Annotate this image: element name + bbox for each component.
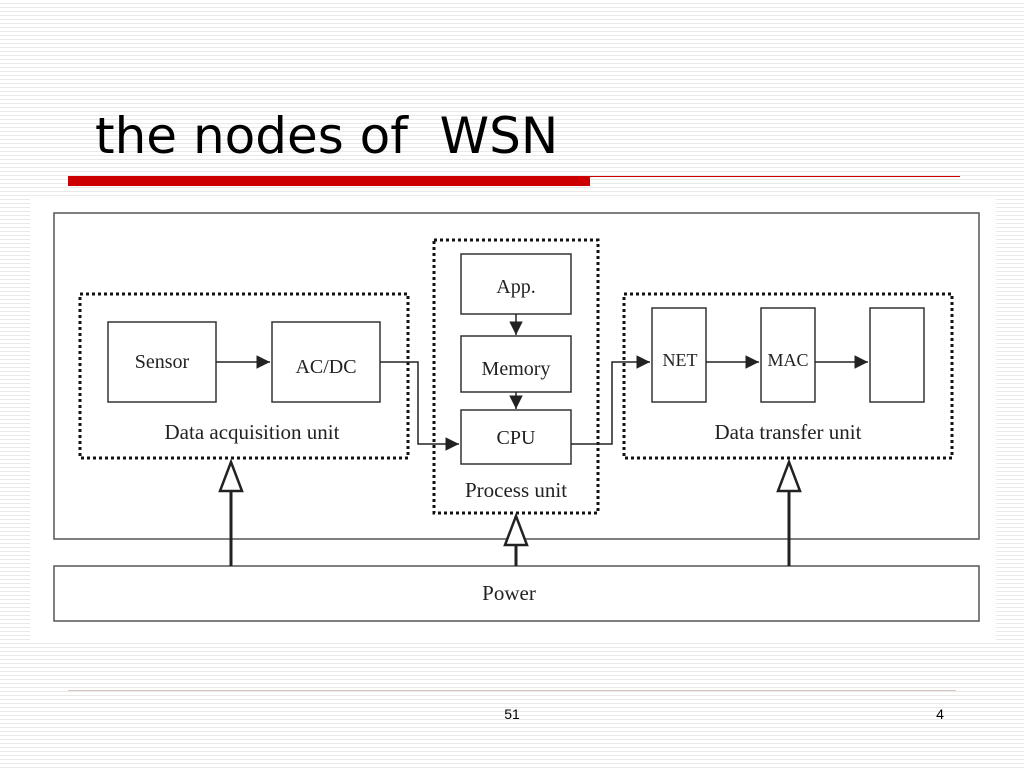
- footer-center-text: 51: [504, 706, 520, 722]
- memory-box: [460, 335, 572, 393]
- data-acquisition-unit-border: [78, 292, 410, 460]
- mac-label: MAC: [767, 350, 808, 370]
- slide-title: the nodes of WSN: [95, 107, 559, 165]
- sensor-label: Sensor: [135, 351, 190, 373]
- data-transfer-unit-label: Data transfer unit: [715, 420, 862, 444]
- footer-divider: [68, 690, 956, 691]
- process-unit: App. Memory CPU Process unit: [432, 238, 600, 515]
- arrow-cpu-to-net: [571, 355, 650, 445]
- app-box: [460, 253, 572, 315]
- power-box: [53, 565, 980, 622]
- mac-box: [760, 307, 816, 403]
- acdc-box: [271, 321, 381, 403]
- power-arrow-transfer: [776, 458, 802, 566]
- data-acquisition-unit: Sensor AC/DC Data acquisition unit: [78, 292, 410, 460]
- title-underline-line: [590, 176, 960, 177]
- net-box: [651, 307, 707, 403]
- power-label: Power: [482, 581, 536, 605]
- app-label: App.: [496, 276, 535, 298]
- data-transfer-unit-border: [622, 292, 954, 460]
- acdc-label: AC/DC: [295, 356, 356, 378]
- data-acquisition-unit-label: Data acquisition unit: [165, 420, 340, 444]
- net-label: NET: [663, 350, 698, 370]
- cpu-box: [460, 409, 572, 465]
- arrow-acdc-to-cpu: [380, 361, 459, 451]
- cpu-label: CPU: [497, 427, 536, 449]
- data-transfer-unit: NET MAC Data transfer unit: [622, 292, 954, 460]
- title-underline-bar: [68, 176, 590, 186]
- power-arrow-process: [503, 512, 529, 566]
- process-unit-label: Process unit: [465, 478, 567, 502]
- page-number: 4: [936, 706, 944, 722]
- power-arrow-acquisition: [218, 458, 244, 566]
- memory-label: Memory: [482, 358, 551, 380]
- phy-box: [869, 307, 925, 403]
